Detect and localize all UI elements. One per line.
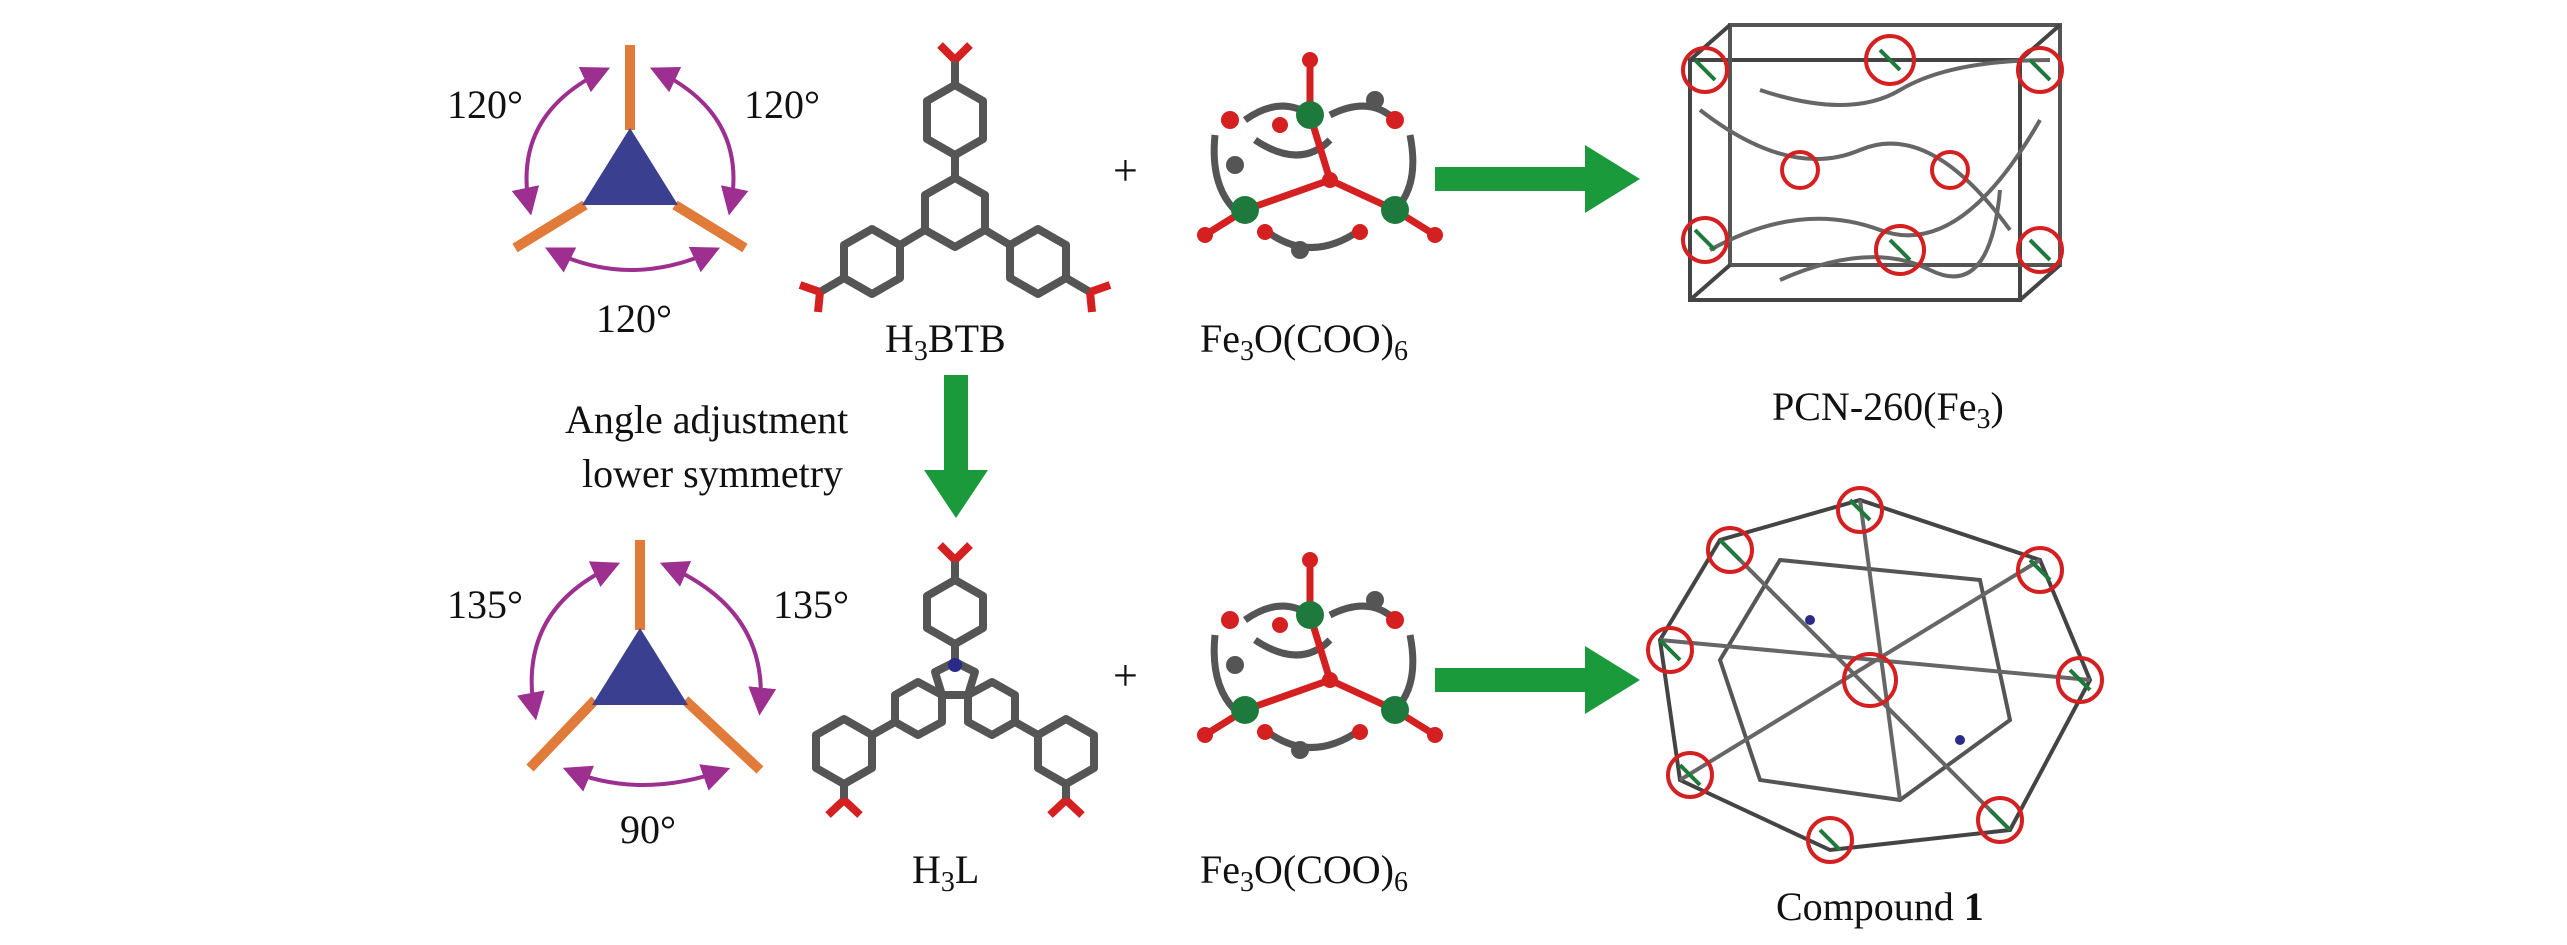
linker-label-h3btb: H3BTB bbox=[885, 316, 1006, 367]
angle-arrow-right bbox=[649, 66, 749, 216]
cluster-label-bottom: Fe3O(COO)6 bbox=[1200, 847, 1408, 898]
h3l-carboxyl-oxygens bbox=[825, 542, 1085, 818]
nitrogen-atom bbox=[948, 658, 962, 672]
product-label-bottom: Compound 1 bbox=[1776, 884, 1984, 929]
cluster-label-top: Fe3O(COO)6 bbox=[1200, 316, 1408, 367]
angle-label-bottom-left: 135° bbox=[447, 582, 523, 627]
node-triangle bbox=[592, 628, 688, 705]
annotation-lower-symmetry: lower symmetry bbox=[582, 451, 843, 496]
plus-sign-top: + bbox=[1113, 146, 1138, 195]
down-arrow bbox=[924, 375, 988, 518]
angle-label-bottom-right: 135° bbox=[773, 582, 849, 627]
angle-arrow-bottom bbox=[562, 764, 731, 792]
angle-label-top-right: 120° bbox=[744, 82, 820, 127]
node-arm-right bbox=[672, 200, 748, 253]
pcn-260-framework bbox=[1681, 23, 2064, 302]
node-triangle bbox=[582, 128, 678, 205]
angle-arrow-left bbox=[517, 561, 621, 721]
tritopic-node-120 bbox=[511, 45, 749, 273]
product-label-top: PCN-260(Fe3) bbox=[1772, 384, 2004, 435]
reaction-arrow-bottom bbox=[1435, 646, 1640, 714]
angle-arrow-left bbox=[511, 66, 611, 216]
angle-arrow-right bbox=[659, 560, 777, 716]
angle-label-bottom-bottom: 90° bbox=[620, 807, 676, 852]
node-arm-left bbox=[512, 200, 588, 253]
fe-atom bbox=[1231, 196, 1259, 224]
reaction-arrow-top bbox=[1435, 145, 1640, 213]
fe-atom bbox=[1381, 696, 1409, 724]
h3btb-molecule bbox=[817, 60, 1093, 298]
h3btb-carboxyl-oxygens bbox=[798, 42, 1112, 313]
node-arm-left bbox=[526, 696, 599, 772]
compound-1-framework bbox=[1646, 486, 2104, 864]
fe-atom bbox=[1381, 196, 1409, 224]
angle-label-top-bottom: 120° bbox=[596, 296, 672, 341]
angle-label-top-left: 120° bbox=[447, 82, 523, 127]
fe3o-cluster-bottom bbox=[1197, 552, 1443, 759]
tritopic-node-135 bbox=[517, 540, 777, 792]
annotation-angle-adjustment: Angle adjustment bbox=[565, 397, 848, 442]
linker-label-h3l: H3L bbox=[912, 847, 979, 898]
fe-atom bbox=[1296, 101, 1324, 129]
angle-arrow-bottom bbox=[544, 246, 721, 273]
h3l-molecule bbox=[812, 560, 1098, 800]
node-arm-right bbox=[681, 696, 764, 774]
fe3o-cluster-top bbox=[1197, 52, 1443, 259]
fe-atom bbox=[1231, 696, 1259, 724]
fe-atom bbox=[1296, 601, 1324, 629]
plus-sign-bottom: + bbox=[1113, 651, 1138, 700]
